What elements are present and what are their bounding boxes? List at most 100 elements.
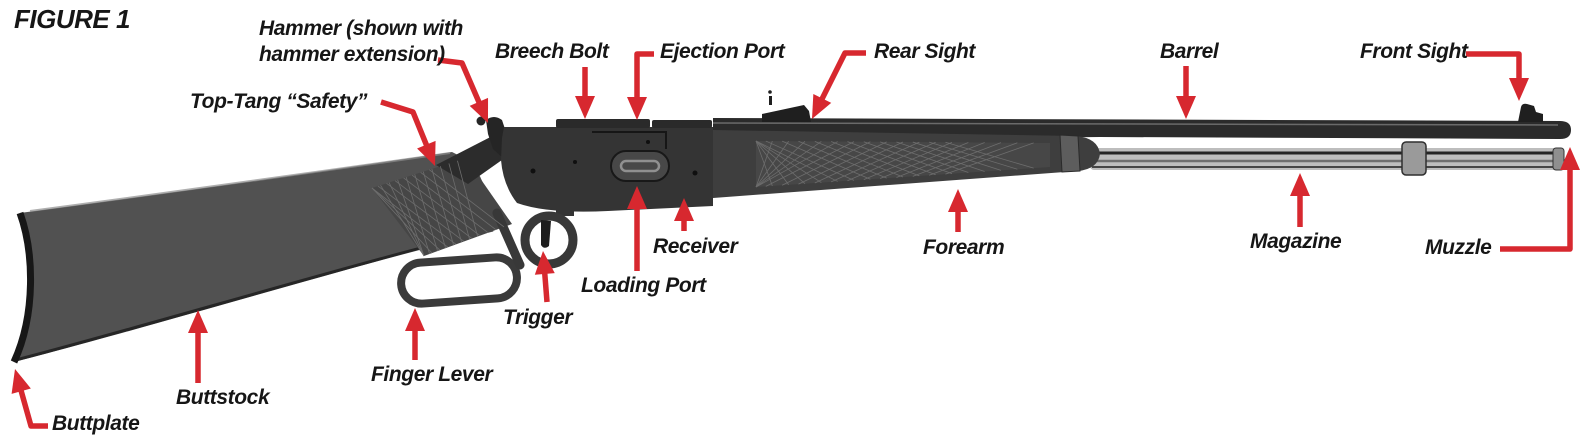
buttstock-arrowhead — [188, 310, 208, 333]
buttplate-shape — [10, 211, 35, 364]
buttplate-arrowhead — [11, 369, 31, 394]
rear-sight-shape — [762, 105, 811, 122]
label-forearm: Forearm — [923, 236, 1005, 259]
label-hammer: Hammer (shown with hammer extension) — [259, 17, 463, 66]
checkering-line — [781, 140, 871, 180]
loading-port-arrowhead — [627, 186, 647, 209]
forearm-checkering-panel — [756, 141, 1050, 187]
top-tang-safety-leader-line — [380, 99, 432, 153]
loading-port-slot — [619, 159, 661, 173]
checkering-line — [929, 141, 1018, 170]
checkering-line — [928, 142, 1018, 176]
checkering-line — [765, 141, 855, 187]
breech-bolt-arrowhead — [575, 96, 595, 119]
checkering-line — [429, 169, 505, 228]
checkering-line — [765, 140, 855, 181]
checkering-line — [411, 174, 489, 234]
label-breech-bolt: Breech Bolt — [495, 40, 609, 63]
hammer-arrowhead — [469, 97, 489, 123]
label-front-sight: Front Sight — [1360, 40, 1468, 63]
ejection-port-leader-line — [634, 51, 654, 104]
checkering-line — [879, 142, 969, 179]
breech-bolt-shape — [556, 119, 650, 128]
label-buttstock: Buttstock — [176, 386, 270, 409]
rifle-parts — [10, 90, 1571, 364]
magazine-end-cap — [1552, 147, 1565, 171]
rear-sight-pin-dot — [768, 90, 772, 94]
front-sight-shape — [1518, 103, 1543, 122]
checkering-texture — [371, 140, 1034, 257]
barrel-band — [1401, 141, 1427, 176]
rear-sight-leader-line — [816, 50, 866, 106]
checkering-line — [863, 141, 953, 175]
receiver-shape — [501, 127, 713, 212]
label-finger-lever: Finger Lever — [371, 363, 493, 386]
checkering-line — [830, 141, 920, 183]
receiver-screw-3 — [692, 170, 698, 176]
hammer-extension-knob — [476, 116, 486, 126]
checkering-line — [371, 187, 449, 248]
ejection-port-arrowhead — [627, 97, 647, 120]
label-rear-sight: Rear Sight — [874, 40, 976, 63]
checkering-line — [755, 140, 806, 184]
label-buttplate: Buttplate — [52, 412, 140, 435]
muzzle-arrowhead — [1560, 147, 1580, 170]
front-sight-arrowhead — [1509, 78, 1529, 101]
finger-lever-arrowhead — [405, 308, 425, 331]
checkering-line — [847, 141, 936, 176]
checkering-line — [896, 141, 985, 172]
checkering-line — [403, 177, 481, 236]
receiver-screw-4 — [646, 140, 650, 144]
figure-title: FIGURE 1 — [14, 4, 130, 34]
buttstock-shape — [14, 152, 495, 362]
trigger-guard-joint — [556, 202, 574, 216]
magazine-arrowhead — [1290, 173, 1310, 196]
checkering-line — [781, 141, 871, 186]
checkering-line — [814, 141, 904, 184]
checkering-line — [863, 141, 953, 181]
label-top-tang-safety: Top-Tang “Safety” — [190, 90, 368, 113]
label-muzzle: Muzzle — [1425, 236, 1492, 259]
checkering-line — [377, 185, 457, 245]
forearm-arrowhead — [948, 189, 968, 212]
label-loading-port: Loading Port — [581, 274, 706, 297]
checkering-line — [755, 140, 838, 182]
buttstock-top-highlight — [29, 152, 451, 212]
checkering-line — [830, 141, 920, 177]
trigger-arrowhead — [534, 251, 555, 275]
arrow-annotations — [11, 50, 1580, 429]
receiver-screw-1 — [530, 168, 536, 174]
checkering-line — [420, 172, 497, 231]
checkering-line — [798, 141, 887, 185]
checkering-line — [386, 183, 465, 242]
checkering-line — [371, 187, 441, 251]
checkering-line — [755, 140, 822, 183]
forearm-cap — [1059, 134, 1081, 173]
checkering-line — [945, 142, 1034, 175]
checkering-line — [755, 141, 822, 188]
checkering-line — [896, 142, 985, 178]
lever-arm — [492, 208, 525, 270]
checkering-line — [880, 141, 969, 173]
receiver-arrowhead — [674, 198, 694, 221]
label-barrel: Barrel — [1160, 40, 1219, 63]
front-sight-leader-line — [1466, 51, 1522, 85]
ejection-port-outline — [592, 131, 667, 149]
checkering-line — [755, 140, 773, 187]
rear-sight-pin — [769, 96, 772, 105]
checkering-line — [814, 141, 904, 178]
checkering-line — [371, 187, 433, 254]
checkering-line — [945, 141, 1034, 169]
checkering-line — [755, 141, 806, 188]
trigger-shape — [541, 220, 551, 248]
label-trigger: Trigger — [503, 306, 573, 329]
label-magazine: Magazine — [1250, 230, 1342, 253]
checkering-line — [755, 141, 838, 188]
checkering-line — [912, 142, 1002, 177]
checkering-line — [798, 140, 887, 179]
receiver-top-rail — [652, 120, 712, 128]
checkering-line — [847, 141, 936, 182]
barrel-arrowhead — [1176, 96, 1196, 119]
